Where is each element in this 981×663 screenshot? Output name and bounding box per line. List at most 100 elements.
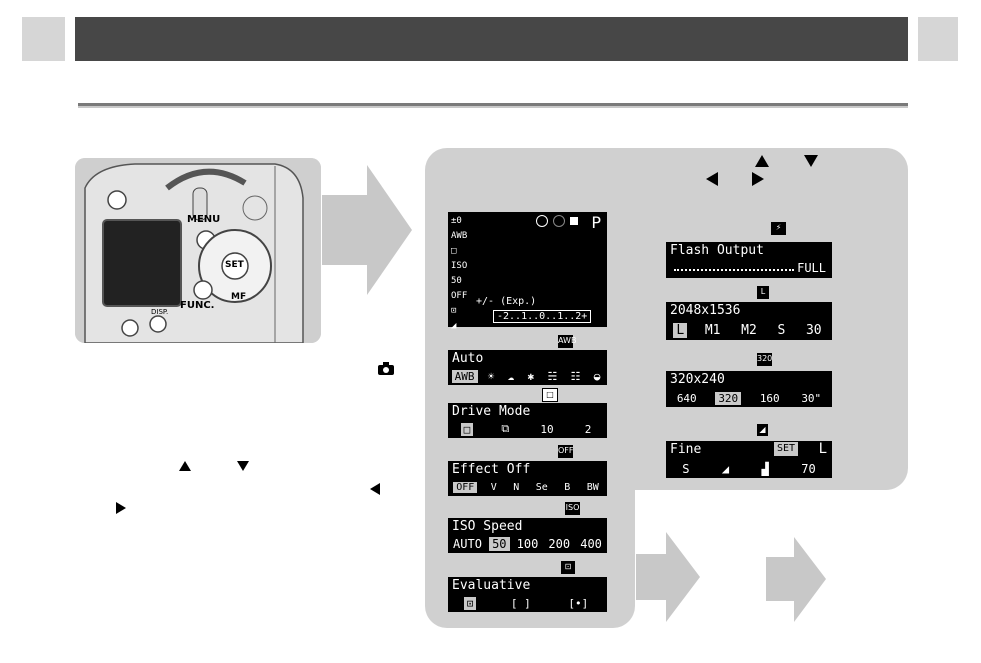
down-triangle-icon [237, 461, 249, 471]
camera-icon [378, 362, 394, 375]
menu-label: MENU [187, 214, 221, 225]
quality-opt[interactable]: ◢ [721, 461, 730, 476]
wb-opt[interactable]: ☷ [570, 369, 581, 383]
quality-opt[interactable]: 70 [801, 461, 816, 476]
drive-opt[interactable]: □ [460, 422, 474, 436]
lcd-mode: P [591, 213, 601, 232]
drive-opt[interactable]: 2 [584, 422, 592, 436]
metering-opt[interactable]: [•] [568, 596, 589, 610]
size-opt[interactable]: S [777, 322, 786, 338]
movie-size-opt[interactable]: 160 [759, 391, 780, 405]
flash-scale: FULL [666, 260, 832, 278]
size-opt[interactable]: M1 [704, 322, 721, 338]
arrow-right-large [322, 165, 412, 295]
iso-badge: ISO [565, 502, 580, 515]
lcd-exp-label: +/- (Exp.) [476, 296, 537, 307]
left-triangle-icon [370, 483, 380, 495]
header-bar [75, 17, 908, 61]
metering-options: ⊡ [ ] [•] [448, 594, 607, 612]
lcd-exp-icon: ±0 [451, 216, 462, 226]
effect-opt[interactable]: OFF [453, 481, 478, 493]
effect-opt[interactable]: N [513, 481, 520, 493]
size-opt[interactable]: M2 [741, 322, 757, 338]
size-opt[interactable]: L [673, 322, 688, 338]
camera-back-drawing [75, 158, 321, 343]
lcd-metering-icon: ⊡ [451, 306, 457, 316]
wb-badge: AWB [558, 335, 576, 348]
flash-badge: ⚡ [771, 222, 786, 235]
wb-options: AWB ☀ ☁ ✱ ☵ ☷ ◒ [448, 367, 607, 385]
size-title: 2048x1536 [666, 302, 832, 320]
quality-title-row: Fine SET L [666, 441, 832, 459]
effect-options: OFF V N Se B BW [448, 478, 607, 496]
movie-size-badge: 320 [757, 353, 772, 366]
drive-title: Drive Mode [448, 403, 607, 420]
metering-badge: ⊡ [561, 561, 575, 574]
quality-opt[interactable]: ▟ [761, 461, 769, 476]
lock-icon [570, 217, 578, 225]
mf-label: MF [231, 292, 247, 302]
camera-illustration: MENU SET FUNC. MF DISP. [75, 158, 321, 343]
flash-off-icon [536, 215, 548, 227]
wb-opt[interactable]: ☀ [487, 369, 495, 383]
flash-title: Flash Output [666, 242, 832, 260]
wb-title: Auto [448, 350, 607, 367]
set-label: SET [225, 260, 244, 270]
metering-title: Evaluative [448, 577, 607, 594]
iso-opt[interactable]: 100 [516, 537, 539, 551]
panel-left-triangle-icon [706, 172, 718, 186]
effect-opt[interactable]: BW [586, 481, 599, 493]
drive-opt[interactable]: ⧉ [501, 422, 510, 435]
header-right-tab [918, 17, 958, 61]
movie-size-title: 320x240 [666, 371, 832, 389]
quality-opt[interactable]: S [682, 461, 690, 476]
size-options: L M1 M2 S 30 [666, 320, 832, 340]
right-triangle-icon [116, 502, 126, 514]
lcd-quality-icon: ◢ [451, 321, 457, 331]
lcd-main-screen: ±0 AWB □ ISO 50 OFF ⊡ ◢ P +/- (Exp.) -2.… [448, 212, 607, 331]
panel-right-triangle-icon [752, 172, 764, 186]
wb-opt[interactable]: ☵ [547, 369, 558, 383]
iso-opt[interactable]: AUTO [453, 537, 482, 551]
arrow-right-medium [636, 532, 700, 622]
wb-opt[interactable]: ☁ [507, 369, 515, 383]
effect-opt[interactable]: Se [535, 481, 548, 493]
movie-size-opt[interactable]: 320 [715, 391, 742, 405]
drive-options: □ ⧉ 10 2 [448, 420, 607, 438]
wb-opt[interactable]: ◒ [593, 369, 601, 383]
lcd-effect-icon: OFF [451, 291, 468, 301]
flash-scale-track [674, 269, 794, 271]
size-opt[interactable]: 30 [805, 322, 822, 338]
iso-opt[interactable]: 50 [489, 537, 510, 551]
metering-opt[interactable]: ⊡ [463, 596, 477, 610]
lcd-exp-scale: -2..1..0..1..2+ [493, 310, 592, 323]
panel-up-triangle-icon [755, 155, 769, 167]
lcd-wb-icon: AWB [451, 231, 468, 241]
quality-title-right: L [818, 441, 827, 457]
quality-options: S ◢ ▟ 70 [666, 459, 832, 478]
quality-set-tag: SET [774, 442, 799, 456]
iso-opt[interactable]: 200 [548, 537, 571, 551]
disp-label: DISP. [151, 308, 169, 316]
arrow-right-small [766, 537, 826, 622]
effect-opt[interactable]: V [490, 481, 497, 493]
drive-opt[interactable]: 10 [540, 422, 554, 436]
iso-opt[interactable]: 400 [580, 537, 602, 551]
metering-opt[interactable]: [ ] [510, 596, 531, 610]
quality-title: Fine [670, 442, 702, 457]
redeye-icon [553, 215, 565, 227]
movie-size-opt[interactable]: 30" [801, 391, 822, 405]
lcd-icon-column: ±0 AWB □ ISO 50 OFF ⊡ ◢ [451, 214, 475, 334]
lcd-drive-icon: □ [451, 246, 457, 256]
header-left-tab [22, 17, 65, 61]
wb-opt[interactable]: ✱ [527, 369, 535, 383]
iso-title: ISO Speed [448, 518, 607, 535]
wb-opt[interactable]: AWB [451, 369, 478, 383]
effect-badge: OFF [558, 445, 574, 458]
effect-opt[interactable]: B [564, 481, 571, 493]
movie-size-options: 640 320 160 30" [666, 389, 832, 407]
section-rule [78, 103, 908, 108]
panel-down-triangle-icon [804, 155, 818, 167]
movie-size-opt[interactable]: 640 [676, 391, 697, 405]
drive-badge: □ [542, 388, 558, 402]
